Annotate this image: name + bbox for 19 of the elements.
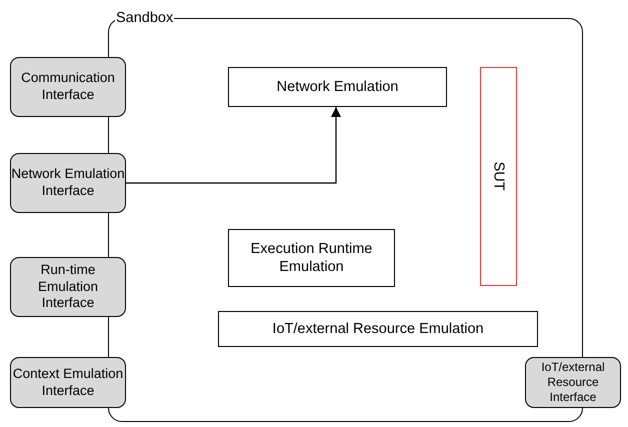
interface-box <box>10 153 126 213</box>
node-label: SUT <box>490 162 508 191</box>
interface-box <box>10 357 126 408</box>
node-label: Execution Runtime Emulation <box>250 240 374 276</box>
node-label: Network Emulation <box>276 78 398 96</box>
node-label: Communication Interface <box>20 70 116 104</box>
sut-box <box>480 67 517 286</box>
interface-box <box>525 357 621 408</box>
interface-box <box>10 257 126 317</box>
node-label: IoT/external Resource Emulation <box>272 320 484 338</box>
process-box <box>228 67 447 107</box>
node-label: Network Emulation Interface <box>11 166 125 200</box>
process-box <box>218 311 538 347</box>
interface-box <box>10 57 126 117</box>
node-label: IoT/external Resource Interface <box>540 360 606 405</box>
process-box <box>228 229 395 287</box>
arrow <box>126 107 341 184</box>
node-label: Run-time Emulation Interface <box>36 262 100 312</box>
node-label: Context Emulation Interface <box>12 366 124 400</box>
